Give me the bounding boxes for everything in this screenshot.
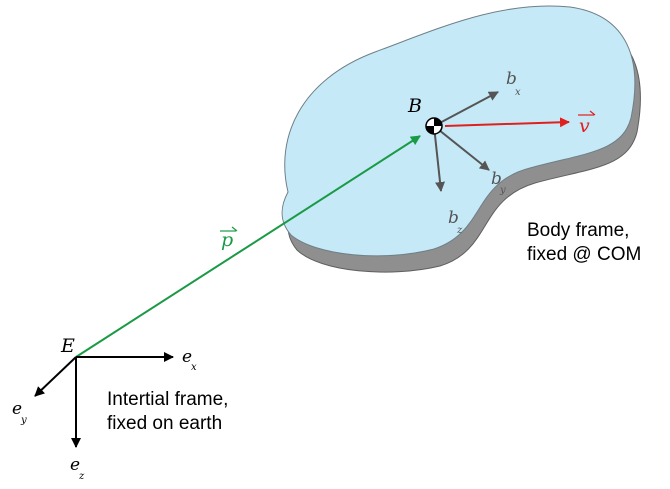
body-z-subscript: z xyxy=(456,225,463,236)
velocity-vector xyxy=(444,117,570,128)
inertial-y-axis xyxy=(34,356,77,397)
body-z-axis xyxy=(433,125,446,192)
inertial-origin-label: E xyxy=(60,335,75,357)
inertial-caption-line1: Intertial frame, xyxy=(107,389,228,410)
inertial-x-label: e xyxy=(182,347,192,367)
body-x-axis xyxy=(433,91,499,127)
body-origin-label: B xyxy=(407,95,422,117)
position-vector-label: p xyxy=(220,226,238,251)
body-y-label: b xyxy=(491,169,502,189)
body-caption-line2: fixed @ COM xyxy=(527,244,641,265)
body-y-axis xyxy=(433,125,490,171)
body-z-label: b xyxy=(448,208,459,228)
velocity-label-text: v xyxy=(579,115,590,137)
inertial-z-subscript: z xyxy=(78,471,85,482)
inertial-caption-line2: fixed on earth xyxy=(107,413,222,434)
inertial-y-subscript: y xyxy=(20,415,27,426)
velocity-vector-label: v xyxy=(578,110,596,137)
body-y-subscript: y xyxy=(499,185,506,196)
center-of-mass-icon xyxy=(425,117,443,135)
body-x-subscript: x xyxy=(515,87,521,98)
inertial-y-label: e xyxy=(12,399,22,419)
rigid-body xyxy=(281,5,636,257)
inertial-x-subscript: x xyxy=(191,362,197,373)
position-vector xyxy=(75,135,421,358)
inertial-z-label: e xyxy=(70,455,80,475)
position-label-text: p xyxy=(221,229,233,251)
body-x-label: b xyxy=(506,69,517,89)
body-caption-line1: Body frame, xyxy=(527,220,629,241)
